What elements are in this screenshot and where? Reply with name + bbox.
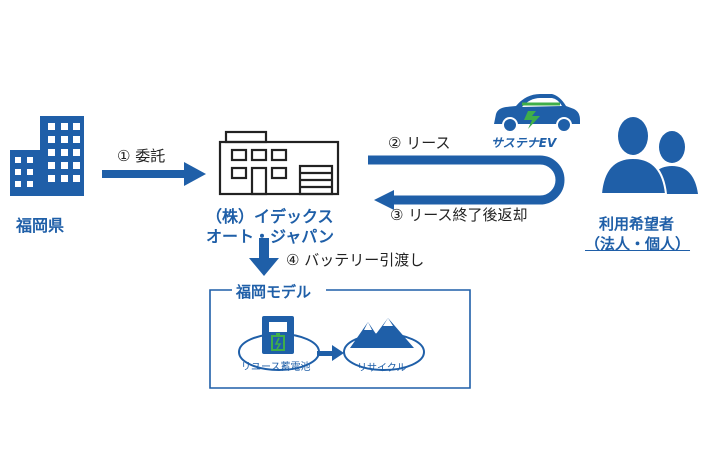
company-building-icon bbox=[218, 130, 340, 196]
prefecture-label: 福岡県 bbox=[16, 216, 65, 235]
company-name-line2: オート・ジャパン bbox=[206, 227, 335, 246]
consign-label: ① 委託 bbox=[117, 147, 166, 165]
recycle-mountain-icon bbox=[343, 318, 425, 371]
battery-label: ④ バッテリー引渡し bbox=[286, 251, 425, 269]
reuse-label: リユース蓄電池 bbox=[241, 362, 311, 373]
battery-arrow bbox=[249, 238, 279, 276]
users-label-line1: 利用希望者 bbox=[599, 215, 675, 233]
consign-arrow bbox=[102, 162, 206, 186]
prefecture-building-icon bbox=[10, 116, 84, 196]
return-label: ③ リース終了後返却 bbox=[390, 206, 528, 224]
recycle-arrow bbox=[317, 345, 344, 361]
ev-car-icon bbox=[494, 94, 580, 133]
reuse-battery-icon bbox=[238, 316, 320, 371]
model-frame bbox=[209, 289, 471, 389]
recycle-label: リサイクル bbox=[357, 363, 407, 374]
users-icon bbox=[599, 117, 698, 195]
lease-label: ② リース bbox=[388, 134, 451, 152]
ev-brand-label: サステナEV bbox=[491, 136, 557, 150]
model-title: 福岡モデル bbox=[234, 281, 314, 302]
lease-return-arrow bbox=[368, 155, 565, 210]
company-name-line1: （株）イデックス bbox=[206, 207, 334, 226]
users-label-line2: （法人・個人） bbox=[585, 235, 691, 253]
